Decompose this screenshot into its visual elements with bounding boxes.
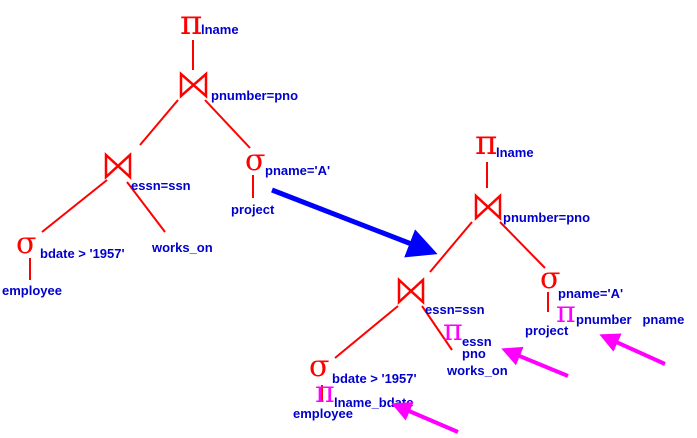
added-projection-pnumber-pname-symbol: π xyxy=(556,295,576,330)
left-select-bdate-symbol: σ xyxy=(16,226,36,261)
left-select-pname-condition: pname='A' xyxy=(265,163,330,178)
left-join-bottom-condition: essn=ssn xyxy=(131,178,191,193)
left-relation-works-on: works_on xyxy=(151,240,213,255)
left-select-bdate-condition: bdate > '1957' xyxy=(40,246,125,261)
left-relation-employee: employee xyxy=(2,283,62,298)
right-root-projection-attrs: lname xyxy=(496,145,534,160)
highlight-arrow-pnumber-pname xyxy=(599,333,666,366)
left-root-projection-attrs: lname xyxy=(201,22,239,37)
right-select-pname-symbol: σ xyxy=(540,261,560,296)
added-projection-pno-attr: pno xyxy=(462,346,486,361)
right-join-top-condition: pnumber=pno xyxy=(503,210,590,225)
right-select-bdate-condition: bdate > '1957' xyxy=(332,371,417,386)
left-root-projection-symbol: π xyxy=(180,3,202,43)
left-join-bottom-icon xyxy=(104,152,132,180)
left-edge-joinbottom-workson xyxy=(126,181,166,233)
right-edge-joinbottom-projessn xyxy=(421,305,453,351)
left-edge-join-selectpname xyxy=(204,99,251,149)
left-join-top-icon xyxy=(179,71,208,99)
right-edge-joinbottom-selectbdate xyxy=(334,305,399,359)
left-edge-join-joinbottom xyxy=(139,99,179,146)
left-edge-joinbottom-selectbdate xyxy=(41,179,108,233)
right-relation-works-on: works_on xyxy=(446,363,508,378)
right-relation-project: project xyxy=(525,323,569,338)
right-join-top-icon xyxy=(474,193,502,221)
left-relation-project: project xyxy=(231,202,275,217)
right-edge-join-joinbottom xyxy=(429,221,473,273)
added-projection-essn-pno-symbol: π xyxy=(443,313,463,348)
right-select-pname-condition: pname='A' xyxy=(558,286,623,301)
left-select-pname-symbol: σ xyxy=(245,143,265,178)
highlight-arrow-essn-pno xyxy=(501,346,569,378)
right-join-bottom-icon xyxy=(397,277,425,305)
right-select-bdate-symbol: σ xyxy=(309,349,329,384)
transform-arrow xyxy=(271,187,438,258)
left-tree: π lname pnumber=pno essn=ssn σ pname='A'… xyxy=(2,3,330,298)
right-edge-join-selectpname xyxy=(499,221,546,269)
added-projection-lname-bdate-symbol: π xyxy=(315,375,335,410)
added-projection-pnumber-pname-attr: pnumber pname xyxy=(576,312,684,327)
right-tree: π lname pnumber=pno essn=ssn σ pname='A'… xyxy=(293,123,684,421)
right-join-bottom-condition: essn=ssn xyxy=(425,302,485,317)
right-relation-employee: employee xyxy=(293,406,353,421)
added-projection-essn-attr: essn xyxy=(462,334,492,349)
highlight-arrow-lname-bdate xyxy=(391,402,459,434)
right-root-projection-symbol: π xyxy=(475,123,497,163)
left-join-top-condition: pnumber=pno xyxy=(211,88,298,103)
